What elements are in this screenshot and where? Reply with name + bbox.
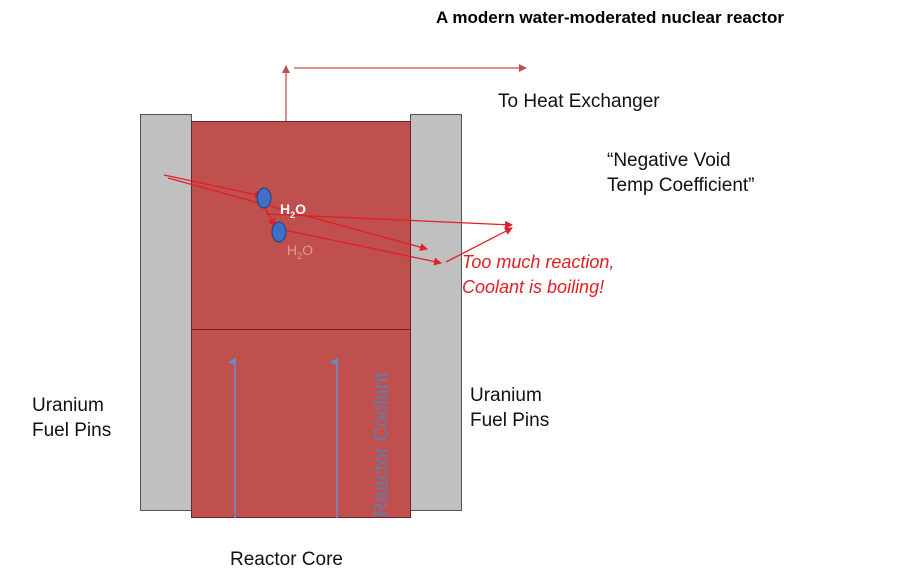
boiling-warning: Too much reaction, Coolant is boiling! [462,250,614,300]
water-label-faded: H2O [287,242,314,261]
heat-exchanger-label: To Heat Exchanger [498,91,660,112]
reactor-coolant-label: Reactor Coolant [370,372,393,517]
void-coefficient-line-1: “Negative Void [607,150,731,171]
fuel-pins-left-label: Uranium Fuel Pins [32,393,111,443]
water-molecule-faded [271,221,287,243]
fuel-pins-right-line-2: Fuel Pins [470,410,550,431]
void-coefficient-line-2: Temp Coefficient” [607,175,755,196]
fuel-pins-left-line-2: Fuel Pins [32,420,112,441]
neutron-path-5 [265,213,513,229]
fuel-pins-left-line-1: Uranium [32,395,104,416]
neutron-path-2 [167,177,428,252]
fuel-pins-right-label: Uranium Fuel Pins [470,383,549,433]
boiling-warning-line-1: Too much reaction, [462,252,615,272]
void-coefficient-label: “Negative Void Temp Coefficient” [607,148,755,198]
neutron-path-4 [274,227,442,266]
neutron-path-1 [163,174,263,199]
neutron-path-3 [263,205,276,227]
boiling-warning-line-2: Coolant is boiling! [462,277,605,297]
neutron-path-6 [445,227,513,263]
water-label-main: H2O [280,201,307,220]
reactor-core-lower [191,329,411,518]
reactor-core-label: Reactor Core [230,549,343,570]
water-molecule-main [256,187,272,209]
fuel-pins-right-line-1: Uranium [470,385,542,406]
diagram-title: A modern water-moderated nuclear reactor [436,8,784,27]
reactor-core-upper [191,121,411,330]
